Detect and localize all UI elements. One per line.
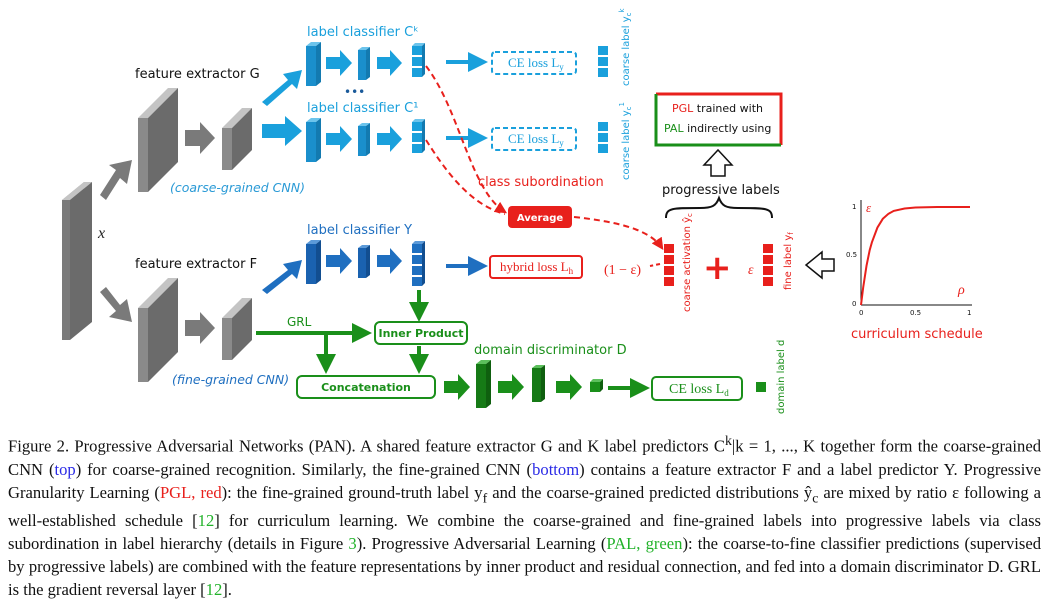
curriculum-schedule-label: curriculum schedule: [851, 327, 983, 342]
g-to-ck-arrow: [262, 70, 302, 106]
coarse-activation-label: coarse activation ŷc: [681, 213, 694, 312]
subordination-dashed-k: [425, 65, 508, 214]
input-arrow-down: [100, 287, 132, 322]
chart-xlabel: ρ: [957, 283, 965, 298]
feature-extractor-f-block2: [222, 298, 252, 360]
caption-bottom-link[interactable]: bottom: [532, 459, 580, 479]
plus-sign: +: [703, 248, 732, 288]
progressive-labels-label: progressive labels: [662, 183, 780, 198]
hybrid-loss-text: hybrid loss Lh: [500, 259, 574, 276]
fine-label-block: [763, 244, 773, 286]
input-block: [62, 182, 92, 340]
eps-label: ε: [748, 263, 754, 278]
feature-extractor-g-block2: [222, 108, 252, 170]
coarse-label-k: coarse label yck: [618, 7, 633, 86]
chart-x-tick-0: 0: [859, 309, 863, 317]
chart-x-tick-05: 0.5: [910, 309, 921, 317]
ce-loss-y-text-1: CE loss Ly: [508, 131, 564, 148]
pgl-box-line1: PGL trained with: [672, 102, 763, 115]
coarse-label-k-block: [598, 46, 608, 77]
figure-caption: Figure 2. Progressive Adversarial Networ…: [8, 429, 1041, 601]
pgl-box-line2: PAL indirectly using: [664, 122, 771, 135]
caption-pal-highlight: PAL, green: [606, 533, 683, 553]
curriculum-chart: 1 0.5 0 0 0.5 1 ε ρ: [846, 200, 972, 317]
subordination-dashed-1: [425, 139, 506, 215]
caption-paragraph: Figure 2. Progressive Adversarial Networ…: [8, 433, 1041, 599]
chart-x-tick-1: 1: [967, 309, 971, 317]
hybrid-loss-box: [489, 255, 583, 279]
ce-loss-y-box-1: [491, 127, 577, 151]
label-classifier-c1-label: label classifier C¹: [307, 101, 418, 116]
input-arrow-up: [100, 160, 132, 200]
caption-ref-12a[interactable]: 12: [197, 510, 215, 530]
discriminator-layers: [444, 360, 603, 408]
average-label: Average: [517, 213, 564, 224]
chart-y-tick-0: 0: [852, 300, 856, 308]
chart-y-tick-05: 0.5: [846, 251, 857, 259]
hollow-left-arrow: [804, 250, 835, 280]
domain-discriminator-label: domain discriminator D: [474, 343, 627, 358]
g-to-c1-arrow: [262, 116, 302, 146]
ellipsis: •••: [344, 85, 365, 99]
chart-series-line: [860, 206, 970, 306]
input-label: x: [97, 225, 105, 242]
hollow-up-arrow: [702, 148, 734, 177]
grl-label: GRL: [287, 315, 312, 329]
ce-loss-d-box: [651, 376, 743, 401]
feature-extractor-g-label: feature extractor G: [135, 67, 260, 82]
caption-pgl-highlight: PGL, red: [159, 482, 222, 502]
inner-product-box: [374, 321, 468, 345]
ce-loss-d-text: CE loss Ld: [669, 382, 729, 398]
chart-ylabel: ε: [866, 200, 872, 215]
caption-ref-12b[interactable]: 12: [205, 579, 223, 599]
one-minus-eps: (1 − ε): [604, 263, 641, 278]
label-classifier-ck-label: label classifier Cᵏ: [307, 25, 419, 40]
f-arrow-mid: [185, 312, 215, 344]
class-subordination-label: class subordination: [478, 175, 604, 190]
ce-loss-y-text-k: CE loss Ly: [508, 55, 564, 72]
progressive-labels-brace: [665, 195, 773, 219]
domain-label-text: domain label d: [776, 340, 787, 414]
fine-label-label: fine label yf: [783, 232, 795, 290]
average-box: [508, 206, 572, 228]
chart-y-tick-1: 1: [852, 203, 856, 211]
coarse-label-1-block: [598, 122, 608, 153]
pan-architecture-diagram: x feature extractor G (coarse-grained CN…: [62, 7, 983, 414]
feature-extractor-g-block1: [138, 88, 178, 192]
domain-label-block: [756, 382, 766, 392]
caption-fig3-link[interactable]: 3: [348, 533, 357, 553]
fine-cnn-label: (fine-grained CNN): [172, 372, 289, 387]
label-classifier-y-label: label classifier Y: [307, 223, 412, 238]
coarse-label-1: coarse label yc1: [618, 102, 633, 180]
feature-extractor-f-label: feature extractor F: [135, 257, 257, 272]
ce-loss-y-box-k: [491, 51, 577, 75]
classifier-y-layers: [306, 240, 425, 286]
concatenation-box: [296, 375, 436, 399]
activation-to-hybrid-dashed: [649, 263, 661, 267]
feature-extractor-f-block1: [138, 278, 178, 382]
classifier-c1-layers: [306, 118, 425, 162]
caption-top-link[interactable]: top: [54, 459, 76, 479]
classifier-ck-layers: [306, 42, 425, 86]
f-to-y-arrow: [262, 260, 302, 294]
pgl-pal-box: [654, 92, 783, 147]
coarse-activation-block: [664, 244, 674, 286]
concatenation-label: Concatenation: [321, 381, 411, 394]
coarse-cnn-label: (coarse-grained CNN): [170, 180, 305, 195]
g-arrow-mid: [185, 122, 215, 154]
average-to-activation-dashed: [573, 216, 664, 250]
inner-product-label: Inner Product: [379, 327, 464, 340]
